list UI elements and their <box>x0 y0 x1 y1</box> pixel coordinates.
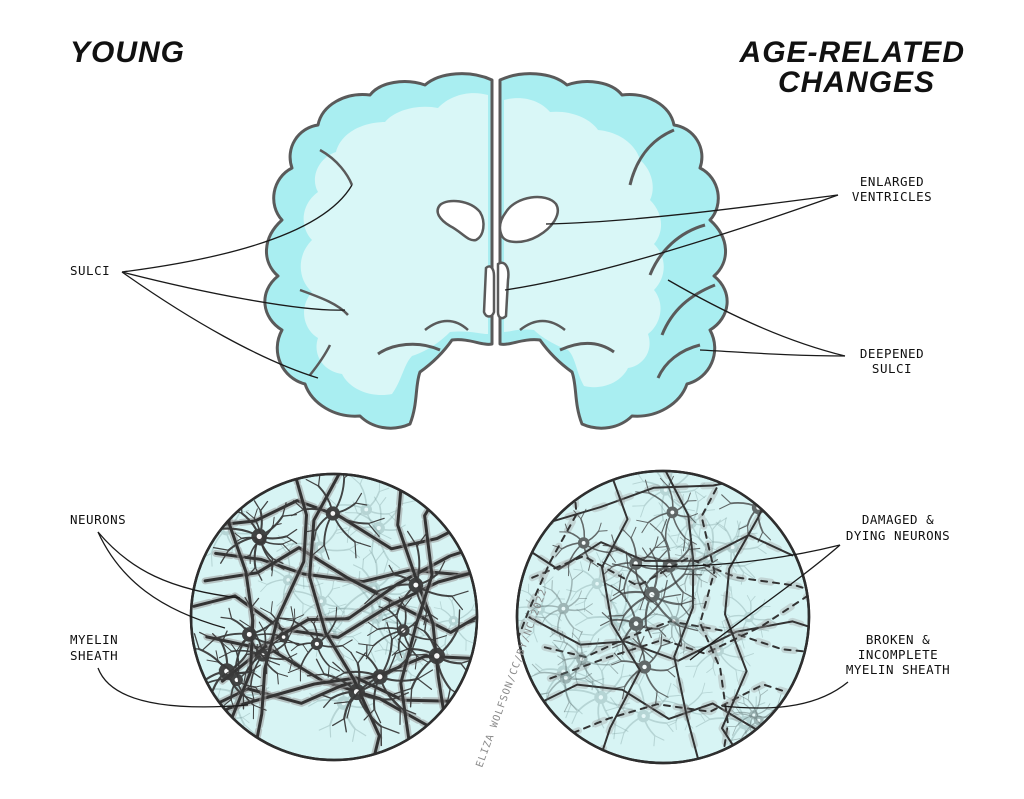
leader-deepened-2 <box>699 349 846 357</box>
neuron <box>206 499 298 581</box>
leader-broken <box>721 681 849 709</box>
myelinated-axon <box>525 613 809 665</box>
right-sulcus-2 <box>648 223 706 276</box>
brain-coronal-section <box>263 72 729 430</box>
left-sulcus-1 <box>319 148 354 186</box>
left-temporal-fold <box>377 342 441 356</box>
dying-neuron <box>525 566 593 641</box>
hippocampus-left <box>424 319 469 331</box>
leader-neurons-1 <box>97 531 241 599</box>
label-damaged-line2: DYING NEURONS <box>846 528 950 543</box>
label-deepened-sulci-line2: SULCI <box>872 361 912 376</box>
faint-neuron <box>605 672 682 747</box>
leader-ventricles-2 <box>504 194 839 291</box>
leader-ventricles-1 <box>545 194 839 225</box>
myelinated-axon <box>192 652 477 718</box>
label-neurons: NEURONS <box>70 512 126 527</box>
dying-neuron <box>645 587 705 654</box>
dying-neuron <box>726 686 783 739</box>
neuron <box>199 596 294 684</box>
label-deepened-sulci-line1: DEEPENED <box>860 346 924 361</box>
leader-damaged-1 <box>631 544 841 567</box>
myelinated-axon <box>660 471 704 763</box>
right-temporal-fold <box>559 342 615 354</box>
left-ventricle <box>436 199 485 242</box>
leader-neurons-2 <box>97 531 226 629</box>
myelinated-axon <box>528 552 809 605</box>
dying-neuron <box>666 534 722 592</box>
label-enlarged-ventricles-line1: ENLARGED <box>860 174 924 189</box>
faint-neuron <box>553 660 635 740</box>
neuron <box>552 508 621 577</box>
left-white-matter <box>300 93 488 396</box>
title-age-related-line2: CHANGES <box>778 66 935 99</box>
myelinated-axon <box>201 544 477 636</box>
label-broken-line3: MYELIN SHEATH <box>846 662 950 677</box>
neuron <box>193 640 270 720</box>
label-damaged-line1: DAMAGED & <box>862 512 934 527</box>
myelinated-axon <box>191 565 477 641</box>
title-young: YOUNG <box>70 36 185 69</box>
neuron <box>600 573 682 663</box>
label-sulci: SULCI <box>70 263 110 278</box>
third-ventricle-right <box>496 261 510 320</box>
right-sulcus-1 <box>628 128 675 186</box>
title-age-related-line1: AGE-RELATED <box>739 36 965 69</box>
left-sulcus-2 <box>299 288 349 316</box>
right-white-matter <box>504 98 664 388</box>
third-ventricle <box>482 265 496 318</box>
label-broken-line2: INCOMPLETE <box>858 647 938 662</box>
neuron <box>278 606 353 682</box>
aged-neural-tissue <box>515 469 811 765</box>
dying-neuron <box>529 642 593 713</box>
leader-myelin <box>97 667 249 708</box>
label-enlarged-ventricles-line2: VENTRICLES <box>852 189 932 204</box>
myelinated-axon <box>306 474 383 760</box>
leader-sulci-1 <box>121 184 353 273</box>
myelinated-axon <box>696 471 732 763</box>
hippocampus-right <box>519 319 566 331</box>
myelinated-axon <box>537 471 809 529</box>
label-myelin-line1: MYELIN <box>70 632 118 647</box>
neuron <box>290 474 385 560</box>
leader-sulci-2 <box>121 271 346 311</box>
neuron <box>393 609 476 708</box>
right-sulcus-4 <box>656 343 701 379</box>
neuron <box>635 475 699 552</box>
label-myelin-line2: SHEATH <box>70 648 118 663</box>
right-ventricle-enlarged <box>498 195 559 244</box>
myelinated-axon <box>587 471 644 763</box>
label-broken-line1: BROKEN & <box>866 632 930 647</box>
right-sulcus-3 <box>660 283 716 336</box>
neuron <box>360 530 469 631</box>
neuron <box>330 621 434 726</box>
myelinated-axon <box>541 617 809 661</box>
leader-sulci-3 <box>121 271 319 379</box>
leader-damaged-2 <box>689 544 841 661</box>
leader-deepened-1 <box>667 279 846 357</box>
faint-neuron <box>344 489 416 574</box>
dying-neuron <box>553 630 622 691</box>
left-sulcus-3 <box>309 344 332 376</box>
neuron <box>611 633 677 705</box>
young-neural-tissue <box>189 472 479 762</box>
